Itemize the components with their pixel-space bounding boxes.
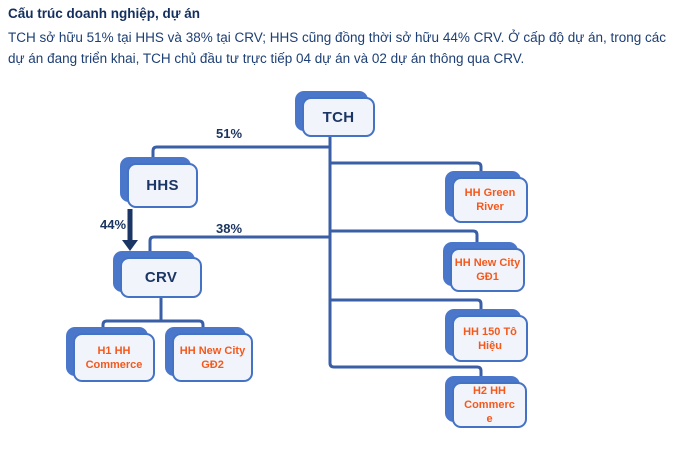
node-face: HH New City GĐ1	[450, 248, 525, 292]
node-tch: TCH	[295, 91, 375, 137]
node-face: H1 HH Commerce	[73, 333, 155, 382]
ownership-label-tch-hhs: 51%	[215, 126, 243, 141]
edge-crv-children-rail	[101, 319, 205, 333]
node-face: CRV	[120, 257, 202, 298]
intro-paragraph: TCH sở hữu 51% tại HHS và 38% tại CRV; H…	[8, 30, 667, 66]
node-label-hh-new-city-gd1: HH New City GĐ1	[454, 257, 521, 283]
node-label-tch: TCH	[322, 108, 355, 126]
node-face: HH 150 Tô Hiệu	[452, 315, 528, 362]
node-label-crv: CRV	[144, 269, 178, 286]
node-face: HH Green River	[452, 177, 528, 223]
node-hh-green-river: HH Green River	[445, 171, 528, 223]
arrow-head	[122, 240, 138, 251]
edge-tch-crv	[148, 235, 330, 257]
node-label-hhs: HHS	[146, 177, 179, 194]
edge-tch-new-city-gd1	[330, 229, 479, 248]
node-label-hh-150-to-hieu: HH 150 Tô Hiệu	[463, 325, 517, 352]
node-hh-new-city-gd2: HH New City GĐ2	[165, 327, 253, 382]
node-face: HHS	[127, 163, 198, 208]
node-face: H2 HH Commerce	[452, 382, 527, 428]
ownership-label-tch-crv: 38%	[215, 221, 243, 236]
ownership-arrow-hhs-crv	[122, 209, 138, 251]
edge-tch-green-river	[330, 161, 483, 177]
edge-tch-hhs	[151, 145, 330, 163]
node-label-hh-green-river: HH Green River	[464, 187, 516, 213]
node-face: TCH	[302, 97, 375, 137]
ownership-label-hhs-crv: 44%	[99, 217, 127, 232]
node-crv: CRV	[113, 251, 202, 298]
node-hh-150-to-hieu: HH 150 Tô Hiệu	[445, 309, 528, 362]
edge-tch-150-to-hieu	[330, 298, 483, 315]
node-h2-hh-commerce: H2 HH Commerce	[445, 376, 527, 428]
node-label-h1-hh-commerce: H1 HH Commerce	[85, 344, 143, 371]
node-hh-new-city-gd1: HH New City GĐ1	[443, 242, 525, 292]
page-title: Cấu trúc doanh nghiệp, dự án	[8, 6, 201, 21]
node-h1-hh-commerce: H1 HH Commerce	[66, 327, 155, 382]
node-label-hh-new-city-gd2: HH New City GĐ2	[179, 344, 246, 371]
node-label-h2-hh-commerce: H2 HH Commerce	[464, 385, 515, 425]
node-hhs: HHS	[120, 157, 198, 208]
node-face: HH New City GĐ2	[172, 333, 253, 382]
edge-trunk-and-h2-commerce	[328, 137, 483, 382]
